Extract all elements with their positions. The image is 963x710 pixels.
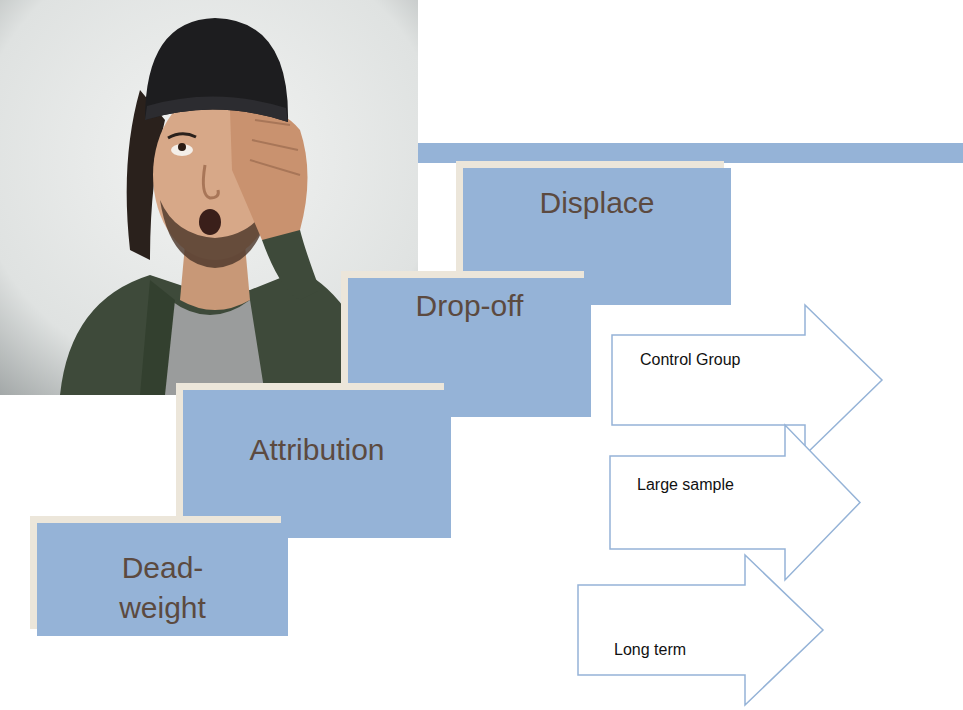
arrow-outline [610, 425, 860, 580]
step-label: Attribution [183, 430, 451, 470]
step-box: Dead- weight [37, 523, 288, 636]
step-label: Dead- weight [98, 548, 228, 628]
arrow-label: Long term [614, 640, 686, 660]
step-box: Attribution [183, 390, 451, 538]
arrow-polygon [610, 425, 860, 580]
arrow-label: Large sample [637, 475, 734, 495]
arrow-shape: Large sample [610, 425, 860, 580]
arrow-outline [578, 555, 823, 705]
step-label: Drop-off [348, 286, 591, 326]
arrow-shape: Control Group [612, 305, 882, 455]
arrow-label: Control Group [640, 350, 741, 370]
header-bar [418, 143, 963, 163]
arrow-outline [612, 305, 882, 455]
arrow-shape: Long term [578, 555, 823, 705]
arrow-polygon [612, 305, 882, 455]
step-label: Displace [463, 183, 731, 223]
arrow-polygon [578, 555, 823, 705]
